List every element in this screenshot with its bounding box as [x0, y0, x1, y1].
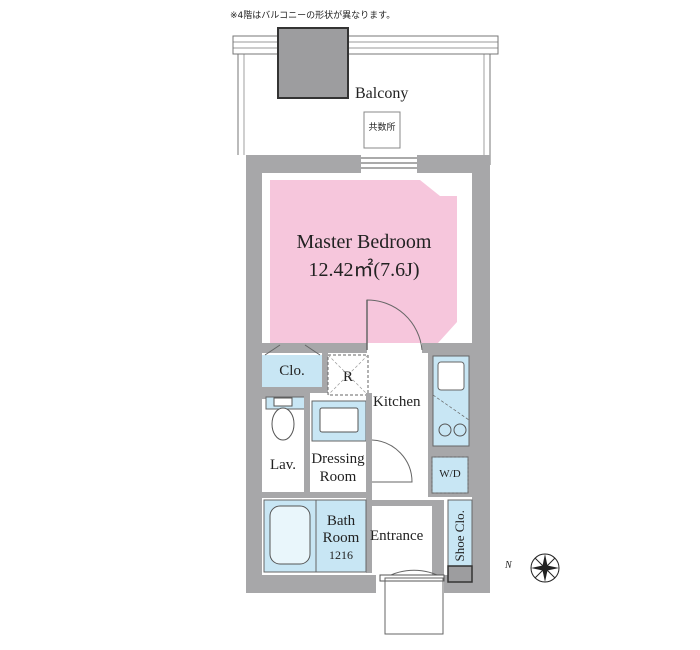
closet-floor — [262, 355, 322, 387]
dressing-room-label-1: Dressing — [311, 451, 365, 467]
entrance-door — [384, 577, 444, 635]
lavatory-label: Lav. — [269, 457, 297, 473]
pipe-space — [447, 565, 473, 583]
floor-note: ※4階はバルコニーの形状が異なります。 — [230, 11, 396, 21]
compass-north-label: N — [505, 560, 512, 571]
stove-burner-1 — [438, 423, 452, 437]
kitchen-sink — [437, 361, 465, 391]
master-bedroom-floor — [270, 180, 457, 343]
toilet-icon — [271, 407, 295, 441]
master-bedroom-area: 12.42㎡(7.6J) — [308, 259, 420, 281]
ac-outdoor-unit — [277, 27, 349, 99]
stove-burner-2 — [453, 423, 467, 437]
entrance-label: Entrance — [370, 528, 424, 544]
compass-icon — [530, 553, 560, 583]
dressing-room-label-2: Room — [319, 469, 357, 485]
washer-dryer — [431, 456, 469, 494]
balcony-area — [232, 27, 499, 165]
balcony-shared-label: 共数所 — [368, 123, 396, 133]
closet-label: Clo. — [279, 363, 305, 379]
kitchen-label: Kitchen — [373, 394, 421, 410]
fridge-label: R — [342, 369, 353, 385]
bath-room-label-2: Room — [322, 530, 360, 546]
bedroom-door-swing — [366, 299, 423, 351]
bath-room-size: 1216 — [329, 548, 353, 562]
shoe-closet — [447, 499, 473, 573]
dressing-door-swing — [371, 439, 413, 483]
bath-floor — [315, 499, 367, 573]
outer-walls — [246, 155, 490, 593]
balcony-shared-box — [363, 111, 401, 149]
balcony-label: Balcony — [355, 85, 409, 102]
shoe-closet-label: Shoe Clo. — [452, 510, 468, 562]
washer-dryer-label: W/D — [439, 468, 461, 480]
master-bedroom-label: Master Bedroom — [296, 231, 432, 253]
bath-room-label-1: Bath — [326, 513, 356, 529]
